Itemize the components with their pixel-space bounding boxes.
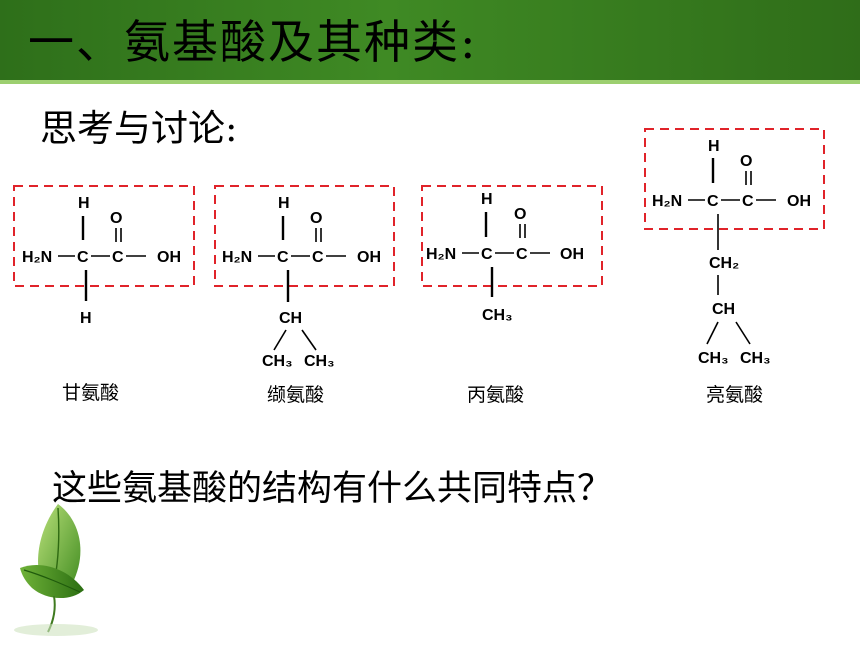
leucine-alpha-h: H [708, 138, 720, 155]
alanine-hydroxyl: OH [560, 246, 584, 263]
alanine-group-box [421, 185, 603, 287]
leucine-amino: H₂N [652, 193, 682, 210]
green-leaf-icon [14, 504, 98, 636]
alanine-amino: H₂N [426, 246, 456, 263]
alanine-name: 丙氨酸 [467, 384, 525, 406]
leucine-carboxyl-c: C [742, 193, 754, 210]
leucine-gamma-ch: CH [712, 301, 735, 318]
valine-amino: H₂N [222, 249, 252, 266]
slide-title: 一、氨基酸及其种类: [28, 15, 478, 69]
alanine-alpha-h: H [481, 191, 493, 208]
glycine-structure: H O H₂N C C OH H [13, 185, 195, 327]
valine-methyl-1: CH₃ [262, 353, 293, 370]
glycine-amino: H₂N [22, 249, 52, 266]
leucine-structure: H O H₂N C C OH CH₂ CH CH₃ CH₃ [644, 128, 825, 367]
valine-alpha-c: C [277, 249, 289, 266]
alanine-carbonyl-o: O [514, 206, 526, 223]
valine-name: 缬氨酸 [267, 384, 325, 406]
valine-hydroxyl: OH [357, 249, 381, 266]
leucine-carbonyl-o: O [740, 153, 752, 170]
valine-alpha-h: H [278, 195, 290, 212]
discussion-question: 这些氨基酸的结构有什么共同特点？ [52, 469, 613, 509]
leucine-hydroxyl: OH [787, 193, 811, 210]
subtitle: 思考与讨论: [40, 107, 238, 150]
valine-structure: H O H₂N C C OH CH CH₃ CH₃ [214, 185, 395, 370]
alanine-methyl: CH₃ [482, 307, 513, 324]
glycine-hydroxyl: OH [157, 249, 181, 266]
valine-group-box [214, 185, 395, 287]
glycine-alpha-h: H [78, 195, 90, 212]
valine-carboxyl-c: C [312, 249, 324, 266]
valine-beta-ch: CH [279, 310, 302, 327]
glycine-carboxyl-c: C [112, 249, 124, 266]
alanine-structure: H O H₂N C C OH CH₃ [421, 185, 603, 324]
leucine-methyl-1: CH₃ [698, 350, 729, 367]
alanine-alpha-c: C [481, 246, 493, 263]
glycine-alpha-c: C [77, 249, 89, 266]
glycine-carbonyl-o: O [110, 210, 122, 227]
leucine-alpha-c: C [707, 193, 719, 210]
valine-methyl-2: CH₃ [304, 353, 335, 370]
alanine-carboxyl-c: C [516, 246, 528, 263]
leucine-methylene: CH₂ [709, 255, 739, 272]
leucine-methyl-2: CH₃ [740, 350, 771, 367]
glycine-group-box [13, 185, 195, 287]
leucine-group-box [644, 128, 825, 230]
glycine-side-h: H [80, 310, 92, 327]
glycine-name: 甘氨酸 [62, 382, 120, 404]
leucine-name: 亮氨酸 [706, 384, 764, 406]
valine-carbonyl-o: O [310, 210, 322, 227]
title-bar: 一、氨基酸及其种类: [0, 0, 860, 84]
